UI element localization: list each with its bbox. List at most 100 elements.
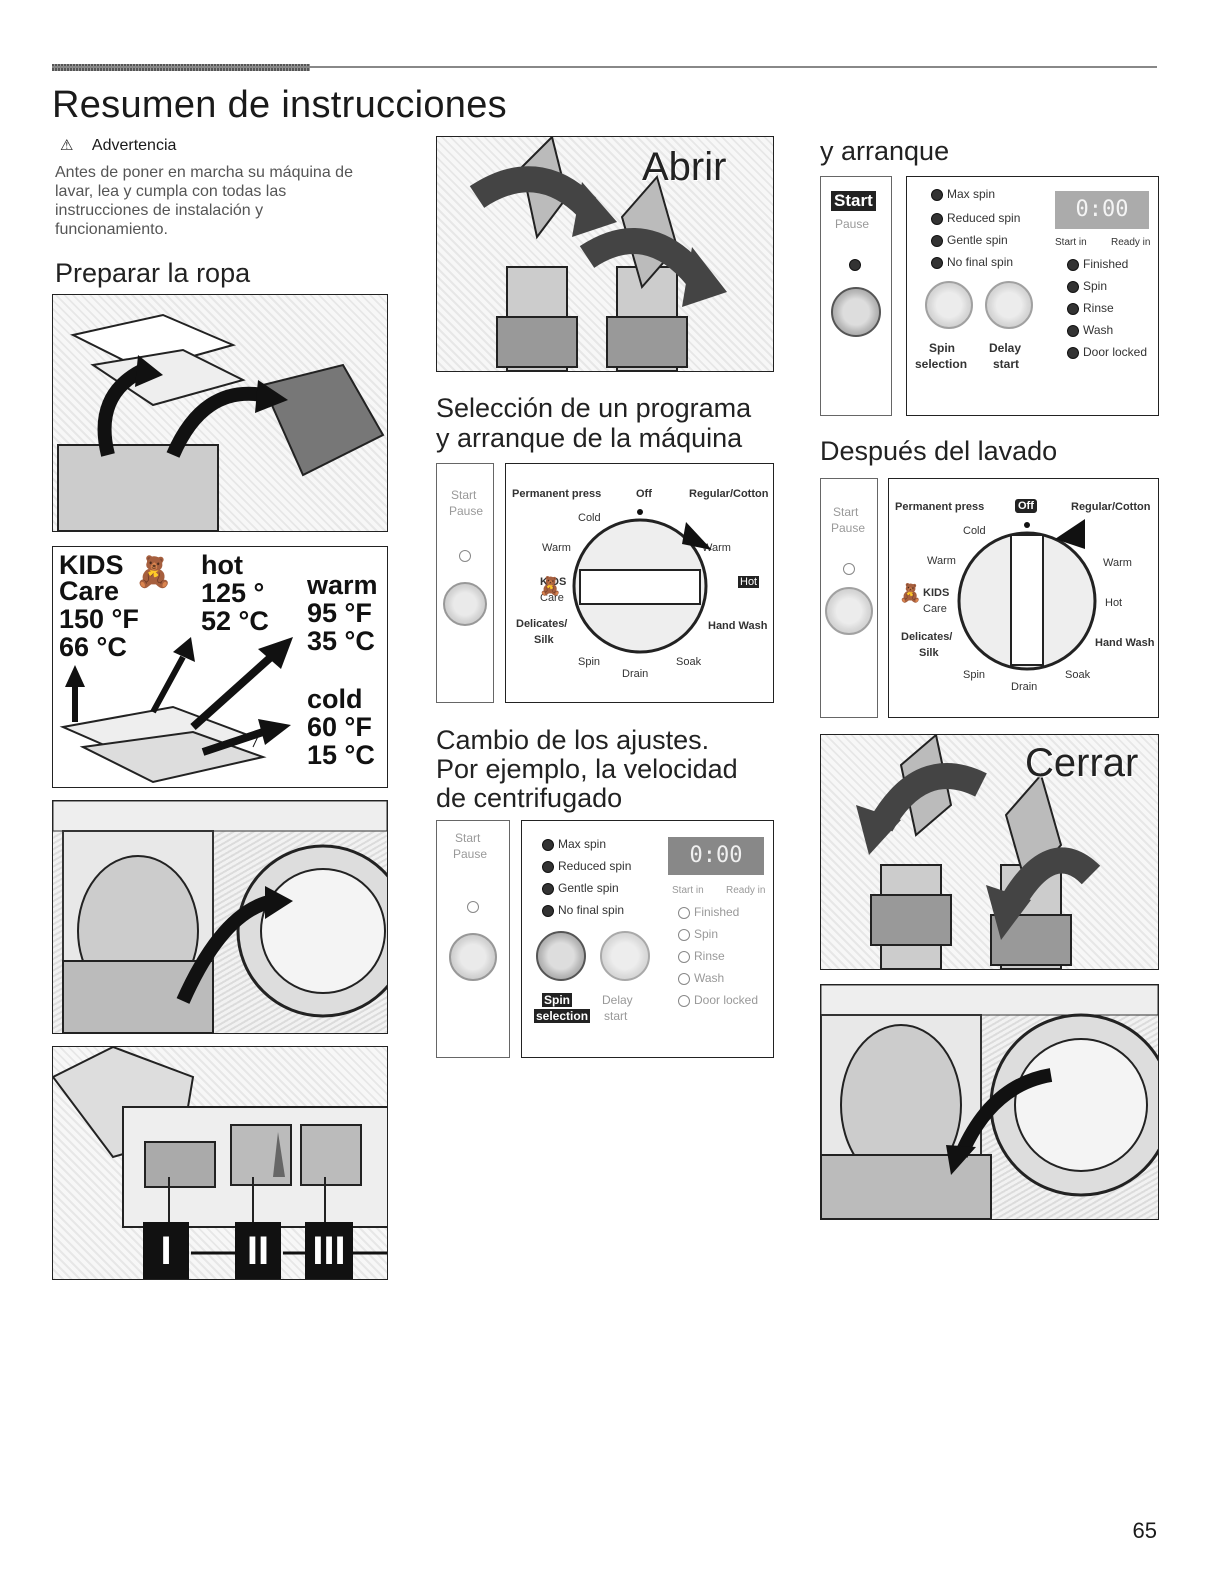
gentle-spin-option: Gentle spin: [542, 881, 619, 895]
load-drum-drawing: [53, 801, 387, 1033]
wash-indicator-3: [1067, 324, 1079, 337]
header-rule: [52, 66, 1157, 68]
wash-indicator: [678, 972, 690, 985]
illustration-detergent-dispenser: I II III: [52, 1046, 388, 1280]
warm-temp-f: 95 °F: [307, 598, 372, 628]
reduced-spin-label: Reduced spin: [558, 859, 632, 873]
start-pause-button-2[interactable]: [449, 933, 497, 981]
kids-temp-f: 150 °F: [59, 604, 139, 634]
spin-selection-button[interactable]: [536, 931, 586, 981]
start-control-panel: Max spin Reduced spin Gentle spin No fin…: [906, 176, 1159, 416]
no-final-spin-indicator: [542, 904, 554, 917]
heading-after-wash: Después del lavado: [820, 436, 1058, 466]
delay-start-button-3[interactable]: [985, 281, 1033, 329]
compartment-label-2: II: [235, 1222, 281, 1279]
time-display: 0:00: [668, 837, 764, 875]
dial-delicates: Delicates/: [516, 618, 568, 630]
kids-bear-icon-2: 🧸: [899, 583, 922, 603]
start-pause-strip-start: Start Pause: [820, 176, 892, 416]
status-spin: Spin: [678, 927, 718, 941]
open-label: Abrir: [642, 145, 727, 189]
ready-in-label: Ready in: [726, 885, 766, 896]
start-pause-button[interactable]: [443, 582, 487, 626]
illustration-sort-laundry: [52, 294, 388, 532]
dial-care: Care: [540, 592, 564, 604]
spin-status-indicator-3: [1067, 280, 1079, 293]
warm-temp-c: 35 °C: [307, 626, 375, 656]
dial-warm: Warm: [542, 542, 571, 554]
gentle-spin-indicator: [542, 882, 554, 895]
finished-label-3: Finished: [1083, 257, 1129, 271]
max-spin-indicator: [542, 838, 554, 851]
temperature-arrows: [59, 637, 293, 784]
start-button-label-4: Start: [833, 505, 859, 519]
delay-start-button[interactable]: [600, 931, 650, 981]
dial-hand-wash-2: Hand Wash: [1095, 637, 1155, 649]
illustration-unload-drum: [820, 984, 1159, 1220]
compartment-label-1: I: [143, 1222, 189, 1279]
heading-change-settings-1: Cambio de los ajustes.: [436, 725, 710, 755]
warning-text: Antes de poner en marcha su máquina de l…: [55, 164, 353, 238]
rinse-label-3: Rinse: [1083, 301, 1114, 315]
spin-selection-button-3[interactable]: [925, 281, 973, 329]
spin-selection-panel: Max spin Reduced spin Gentle spin No fin…: [521, 820, 774, 1058]
door-locked-indicator-3: [1067, 346, 1079, 359]
heading-select-program-2: y arranque de la máquina: [436, 423, 743, 453]
reduced-spin-indicator-3: [931, 212, 943, 225]
no-final-spin-label: No final spin: [558, 903, 625, 917]
max-spin-label-3: Max spin: [947, 187, 996, 201]
start-pause-strip-after: Start Pause: [820, 478, 878, 718]
pause-button-label-2: Pause: [453, 847, 488, 861]
start-indicator-light-4: [843, 563, 855, 575]
dial-soak-2: Soak: [1065, 669, 1091, 681]
hot-temp-f: 125 °: [201, 578, 265, 608]
status-door-locked-3: Door locked: [1067, 345, 1147, 359]
gentle-spin-label-3: Gentle spin: [947, 233, 1008, 247]
dial-warm-right-2: Warm: [1103, 557, 1132, 569]
rinse-indicator-3: [1067, 302, 1079, 315]
close-faucet-drawing: [856, 735, 1101, 969]
status-wash: Wash: [678, 971, 724, 985]
start-button-label-3: Start: [831, 191, 876, 211]
heading-change-settings-3: de centrifugado: [436, 783, 623, 813]
dial-regular-cotton-2: Regular/Cotton: [1071, 501, 1151, 513]
open-faucet-drawing: [469, 137, 727, 371]
spin-button-label-3: Spin: [929, 341, 955, 355]
spin-status-label: Spin: [694, 927, 719, 941]
status-door-locked: Door locked: [678, 993, 758, 1007]
selection-button-label-3: selection: [915, 357, 968, 371]
status-spin-3: Spin: [1067, 279, 1107, 293]
dial-permanent-press: Permanent press: [512, 488, 602, 500]
heading-select-program-1: Selección de un programa: [436, 393, 752, 423]
dial-kids-2: KIDS: [923, 587, 950, 599]
warning-heading: ⚠ Advertencia: [60, 136, 176, 155]
warning-triangle-icon: ⚠: [60, 137, 74, 154]
rinse-label: Rinse: [694, 949, 725, 963]
time-display-3: 0:00: [1055, 191, 1149, 229]
dial-drain: Drain: [622, 668, 649, 680]
pause-button-label-4: Pause: [831, 521, 866, 535]
kids-temp-c: 66 °C: [59, 632, 127, 662]
hot-temp-c: 52 °C: [201, 606, 269, 636]
finished-indicator: [678, 906, 690, 919]
dial-hand-wash: Hand Wash: [708, 620, 768, 632]
dispenser-drawing: [53, 1047, 387, 1255]
dial-off-2: Off: [1015, 499, 1037, 513]
start-pause-button-4[interactable]: [825, 587, 873, 635]
page-title: Resumen de instrucciones: [52, 84, 507, 126]
pause-button-label: Pause: [449, 504, 484, 518]
dial-care-2: Care: [923, 603, 947, 615]
gentle-spin-option-3: Gentle spin: [931, 233, 1008, 247]
max-spin-indicator-3: [931, 188, 943, 201]
illustration-close-faucet: Cerrar: [820, 734, 1159, 970]
reduced-spin-label-3: Reduced spin: [947, 211, 1021, 225]
dial-spin: Spin: [578, 656, 601, 668]
start-pause-button-3[interactable]: [831, 287, 881, 337]
heading-start: y arranque: [820, 136, 950, 166]
dial-spin-2: Spin: [963, 669, 986, 681]
program-dial-panel-after: Permanent press Off Regular/Cotton Cold …: [888, 478, 1159, 718]
delay-button-label: Delay: [602, 993, 633, 1007]
page-number: 65: [1132, 1518, 1157, 1543]
start-in-label-3: Start in: [1055, 237, 1087, 248]
dial-cold-2: Cold: [963, 525, 986, 537]
